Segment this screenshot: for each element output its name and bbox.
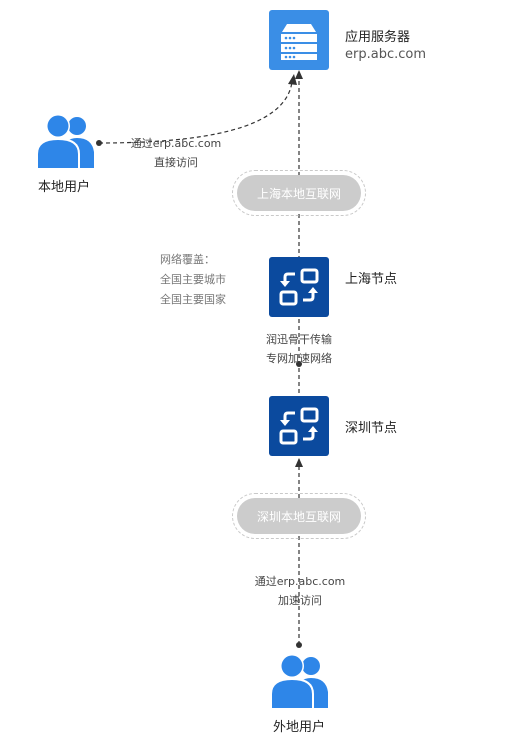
arrow-to-server: [295, 70, 303, 79]
backbone-note: 润迅骨干传输 专网加速网络: [249, 330, 349, 368]
remote-user-icon: [268, 652, 332, 710]
shanghai-node-icon: [269, 257, 329, 317]
shenzhen-internet-cloud: 深圳本地互联网: [232, 493, 366, 539]
connector-dot: [96, 140, 102, 146]
shenzhen-node-icon: [269, 396, 329, 456]
server-domain: erp.abc.com: [345, 47, 426, 62]
coverage-note: 网络覆盖： 全国主要城市 全国主要国家: [160, 250, 226, 310]
server-title: 应用服务器: [345, 30, 411, 45]
arrow-to-shenzhen-node: [295, 458, 303, 467]
connector-dot: [296, 642, 302, 648]
shanghai-internet-label: 上海本地互联网: [256, 186, 341, 201]
local-access-note: 通过erp.abc.com 直接访问: [118, 134, 234, 172]
remote-user-label: 外地用户: [273, 720, 326, 735]
coverage-line3: 全国主要国家: [160, 293, 226, 306]
connector-dot: [296, 361, 302, 367]
backbone-line1: 润迅骨干传输: [266, 333, 332, 346]
coverage-line1: 网络覆盖：: [160, 253, 215, 266]
local-access-line2: 直接访问: [154, 156, 198, 169]
local-user-label: 本地用户: [38, 180, 91, 195]
coverage-line2: 全国主要城市: [160, 273, 226, 286]
remote-access-line1: 通过erp.abc.com: [254, 575, 346, 588]
remote-access-line2: 加速访问: [278, 594, 322, 607]
server-icon: [269, 10, 329, 70]
shenzhen-internet-label: 深圳本地互联网: [256, 509, 341, 524]
remote-access-note: 通过erp.abc.com 加速访问: [240, 572, 360, 610]
backbone-line2: 专网加速网络: [266, 352, 332, 365]
arrow-local-to-server: [288, 74, 297, 85]
shanghai-node-label: 上海节点: [345, 272, 398, 287]
shanghai-internet-cloud: 上海本地互联网: [232, 170, 366, 216]
shenzhen-node-label: 深圳节点: [345, 421, 398, 436]
local-access-line1: 通过erp.abc.com: [130, 137, 222, 150]
local-user-icon: [34, 112, 98, 170]
